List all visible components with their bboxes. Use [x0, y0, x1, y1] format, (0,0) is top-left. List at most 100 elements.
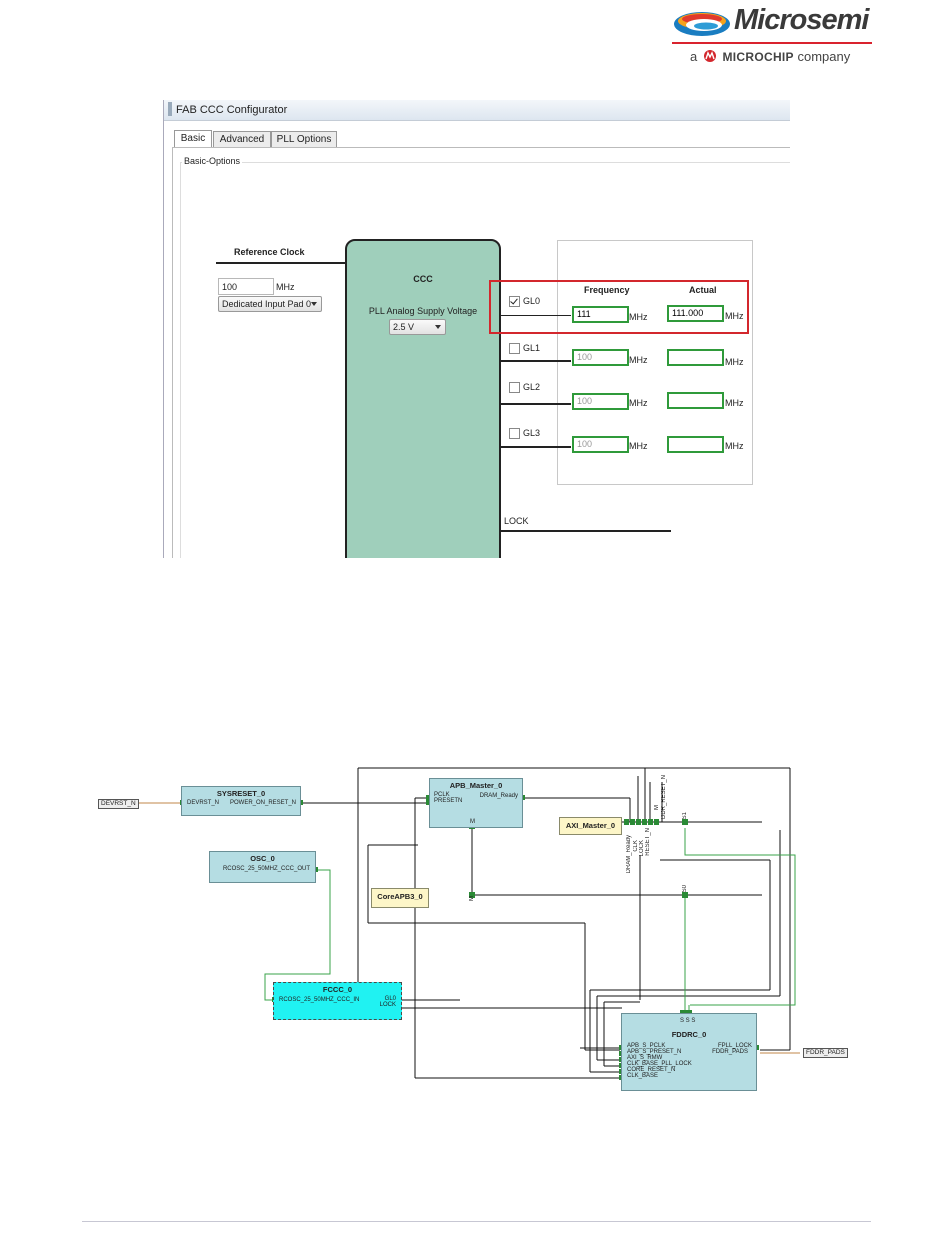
fddrc-pin-4: CORE_RESET_N [627, 1067, 676, 1073]
sysreset-title: SYSRESET_0 [216, 789, 266, 798]
apb-master-block[interactable]: APB_Master_0 PCLK PRESETN DRAM_Ready M [429, 778, 523, 828]
gl3-frequency-unit: MHz [629, 441, 648, 451]
gl0-frequency-unit: MHz [629, 312, 648, 322]
fddrc-pin-0: APB_S_PCLK [627, 1043, 666, 1049]
gl3-label: GL3 [523, 428, 541, 438]
gl2-wire [499, 403, 571, 405]
tab-basic[interactable]: Basic [174, 130, 212, 148]
osc-block[interactable]: OSC_0 RCOSC_25_50MHZ_CCC_OUT [209, 851, 316, 883]
gl2-actual-unit: MHz [725, 398, 744, 408]
coreapb3-title: CoreAPB3_0 [377, 892, 423, 901]
gl0-checkbox[interactable] [509, 296, 520, 307]
gl0-highlight-box [489, 280, 749, 334]
apb-pin-pclk: PCLK [434, 792, 450, 798]
gl2-frequency-input[interactable]: 100 [572, 393, 629, 410]
group-label: Basic-Options [182, 156, 243, 166]
gl2-label: GL2 [523, 382, 541, 392]
ccc-configurator-window: FAB CCC Configurator Basic Advanced PLL … [163, 100, 790, 558]
tab-pll-options[interactable]: PLL Options [271, 131, 337, 148]
tab-advanced[interactable]: Advanced [213, 131, 271, 148]
reference-clock-wire [216, 262, 346, 264]
axi-pin-reset: RESET_N [645, 828, 651, 856]
tagline-prefix: a [690, 49, 698, 64]
axi-pin-ddr-reset: DDR_RESET_N [661, 775, 667, 820]
gl0-actual-unit: MHz [725, 311, 744, 321]
gl1-frequency-input[interactable]: 100 [572, 349, 629, 366]
microsemi-logo-icon [674, 12, 730, 36]
frequency-column-header: Frequency [584, 285, 630, 295]
gl3-frequency-input[interactable]: 100 [572, 436, 629, 453]
gl1-actual-unit: MHz [725, 357, 744, 367]
window-titlebar: FAB CCC Configurator [164, 100, 790, 121]
fddr-pads-port[interactable]: FDDR_PADS [803, 1048, 848, 1058]
axi-pin-dram-ready: DRAM_Ready [626, 835, 632, 874]
gl1-wire [499, 360, 571, 362]
reference-clock-label: Reference Clock [234, 247, 305, 257]
coreapb3-block[interactable]: CoreAPB3_0 [371, 888, 429, 908]
gl0-label: GL0 [523, 296, 541, 306]
outputs-panel [557, 240, 753, 485]
sysreset-pin-out: POWER_ON_RESET_N [229, 800, 296, 806]
coreapb3-pin-s0: S0 [682, 885, 688, 893]
apb-pin-presetn: PRESETN [434, 798, 463, 804]
fccc-block[interactable]: FCCC_0 RCOSC_25_50MHZ_CCC_IN GL0 LOCK [273, 982, 402, 1020]
osc-title: OSC_0 [250, 854, 275, 863]
pll-supply-value: 2.5 V [393, 322, 415, 332]
chevron-down-icon [311, 302, 317, 306]
fccc-pin-gl0: GL0 [384, 996, 396, 1002]
ccc-block [345, 239, 501, 558]
axi-pin-s1: S1 [682, 812, 688, 820]
fddrc-pin-pads: FDDR_PADS [712, 1049, 748, 1055]
gl2-checkbox[interactable] [509, 382, 520, 393]
apb-pin-m: M [470, 819, 475, 825]
gl3-checkbox[interactable] [509, 428, 520, 439]
gl1-actual-field [667, 349, 724, 366]
reference-clock-source-value: Dedicated Input Pad 0 [222, 299, 312, 309]
gl0-frequency-input[interactable]: 111 [572, 306, 629, 323]
devrst-port[interactable]: DEVRST_N [98, 799, 139, 809]
pll-supply-select[interactable]: 2.5 V [389, 319, 446, 335]
gl1-label: GL1 [523, 343, 541, 353]
gl1-frequency-unit: MHz [629, 355, 648, 365]
sysreset-pin-in: DEVRST_N [187, 800, 220, 806]
window-icon [168, 102, 172, 116]
gl3-actual-field [667, 436, 724, 453]
chevron-down-icon [435, 325, 441, 329]
brand-name: Microsemi [734, 4, 869, 36]
brand-rule [672, 42, 872, 44]
reference-clock-unit: MHz [276, 282, 295, 292]
sysreset-block[interactable]: SYSRESET_0 DEVRST_N POWER_ON_RESET_N [181, 786, 301, 816]
gl0-wire [499, 315, 571, 316]
reference-clock-input[interactable]: 100 [218, 278, 274, 295]
group-border [180, 162, 790, 558]
axi-pin-m: M [654, 805, 660, 810]
microchip-icon [703, 50, 716, 62]
footer-rule [82, 1221, 871, 1222]
tagline-suffix: company [797, 49, 851, 64]
fccc-pin-in: RCOSC_25_50MHZ_CCC_IN [279, 997, 360, 1003]
axi-master-block[interactable]: AXI_Master_0 [559, 817, 622, 835]
fddrc-pin-lock: FPLL_LOCK [717, 1043, 752, 1049]
brand-tagline: a MICROCHIP company [690, 49, 850, 64]
axi-master-title: AXI_Master_0 [565, 821, 616, 830]
fddrc-title: FDDRC_0 [671, 1030, 707, 1039]
gl2-actual-field [667, 392, 724, 409]
coreapb3-pin-m: M [469, 896, 475, 901]
fddrc-pin-3: CLK_BASE_PLL_LOCK [627, 1061, 692, 1067]
lock-label: LOCK [504, 516, 529, 526]
reference-clock-source-select[interactable]: Dedicated Input Pad 0 [218, 296, 322, 312]
tab-panel [172, 147, 790, 558]
gl1-checkbox[interactable] [509, 343, 520, 354]
ccc-title: CCC [413, 274, 433, 284]
lock-wire [499, 530, 671, 532]
fddrc-pin-2: AXI_S_RMW [627, 1055, 663, 1061]
fddrc-pin-top: S S S [680, 1018, 696, 1024]
actual-column-header: Actual [689, 285, 717, 295]
fddrc-block[interactable]: FDDRC_0 APB_S_PCLK APB_S_PRESET_N AXI_S_… [621, 1013, 757, 1091]
apb-master-title: APB_Master_0 [449, 781, 503, 790]
fddrc-pin-1: APB_S_PRESET_N [627, 1049, 682, 1055]
gl3-actual-unit: MHz [725, 441, 744, 451]
osc-pin-out: RCOSC_25_50MHZ_CCC_OUT [222, 866, 310, 872]
gl3-wire [499, 446, 571, 448]
tagline-company: MICROCHIP [722, 50, 794, 64]
